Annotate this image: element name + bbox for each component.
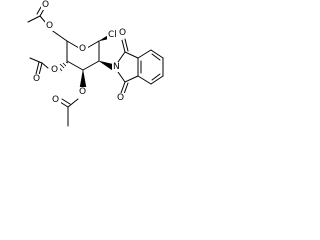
atom-acetate-6-carbonyl-oxygen: O bbox=[42, 0, 49, 10]
acetate-6 bbox=[27, 6, 68, 42]
acetate-3 bbox=[59, 69, 87, 127]
atom-acetate-3-ester-oxygen: O bbox=[79, 87, 86, 97]
bond-aryl-inner-a bbox=[151, 53, 161, 61]
bond-o5-c1 bbox=[86, 40, 100, 49]
atom-labels: O Cl N O O O O O O O O bbox=[32, 0, 128, 105]
bond-c-top-o-a bbox=[121, 39, 126, 53]
atom-acetate-4-carbonyl-oxygen: O bbox=[33, 74, 40, 84]
bond-c3-c4 bbox=[66, 60, 84, 71]
atom-acetate-4-ester-oxygen: O bbox=[51, 65, 58, 75]
molecule-structure: O Cl N O O O O O O O O bbox=[27, 0, 164, 127]
bond-c-bottom-o-a bbox=[120, 81, 126, 94]
atom-phthalimide-oxygen-bottom: O bbox=[117, 93, 124, 103]
bond-aryl-5 bbox=[137, 75, 152, 85]
phthalimide bbox=[117, 38, 164, 95]
bond-carbonyl-methyl bbox=[27, 15, 41, 23]
acetate-4 bbox=[29, 57, 69, 76]
bond-carbonyl-double-a bbox=[39, 8, 45, 17]
bond-c-bottom-o-b bbox=[123, 82, 129, 95]
bond-c-top-aryl bbox=[124, 51, 139, 59]
bond-carbonyl-methyl bbox=[29, 57, 43, 64]
bond-carbonyl-double-a bbox=[59, 101, 69, 108]
bond-aryl-2 bbox=[150, 49, 164, 59]
bond-n-c-top bbox=[117, 51, 126, 63]
bond-c2-c3 bbox=[82, 60, 100, 71]
bond-aryl-inner-b bbox=[151, 73, 161, 81]
bond-c-bottom-aryl bbox=[124, 75, 139, 83]
bond-carbonyl-double-b bbox=[61, 98, 71, 105]
atom-acetate-3-carbonyl-oxygen: O bbox=[52, 95, 59, 105]
bond-carbonyl-double-b bbox=[36, 6, 42, 15]
pyranose-ring bbox=[66, 40, 100, 71]
wedge-bond-c3-o bbox=[79, 69, 87, 88]
bond-n-c-bottom bbox=[117, 71, 126, 83]
bond-carbonyl-double-a bbox=[38, 62, 43, 76]
atom-phthalimide-nitrogen: N bbox=[113, 62, 120, 72]
bond-c5-o5 bbox=[66, 40, 80, 49]
bond-o-carbonyl-c bbox=[67, 98, 79, 108]
atom-chlorine: Cl bbox=[108, 30, 117, 40]
wedge-bond-c2-n bbox=[98, 60, 113, 71]
bond-aryl-1 bbox=[137, 49, 152, 59]
bond-c-top-o-b bbox=[124, 38, 129, 52]
bond-o-carbonyl-c bbox=[41, 62, 49, 69]
atom-acetate-6-ester-oxygen: O bbox=[46, 21, 53, 31]
bond-aryl-4 bbox=[150, 75, 164, 85]
bond-carbonyl-double-b bbox=[35, 61, 40, 75]
bond-c5-c6 bbox=[56, 33, 68, 42]
atom-ring-oxygen: O bbox=[79, 44, 86, 54]
wedge-bond-c1-cl bbox=[98, 35, 109, 42]
atom-phthalimide-oxygen-top: O bbox=[119, 28, 126, 38]
